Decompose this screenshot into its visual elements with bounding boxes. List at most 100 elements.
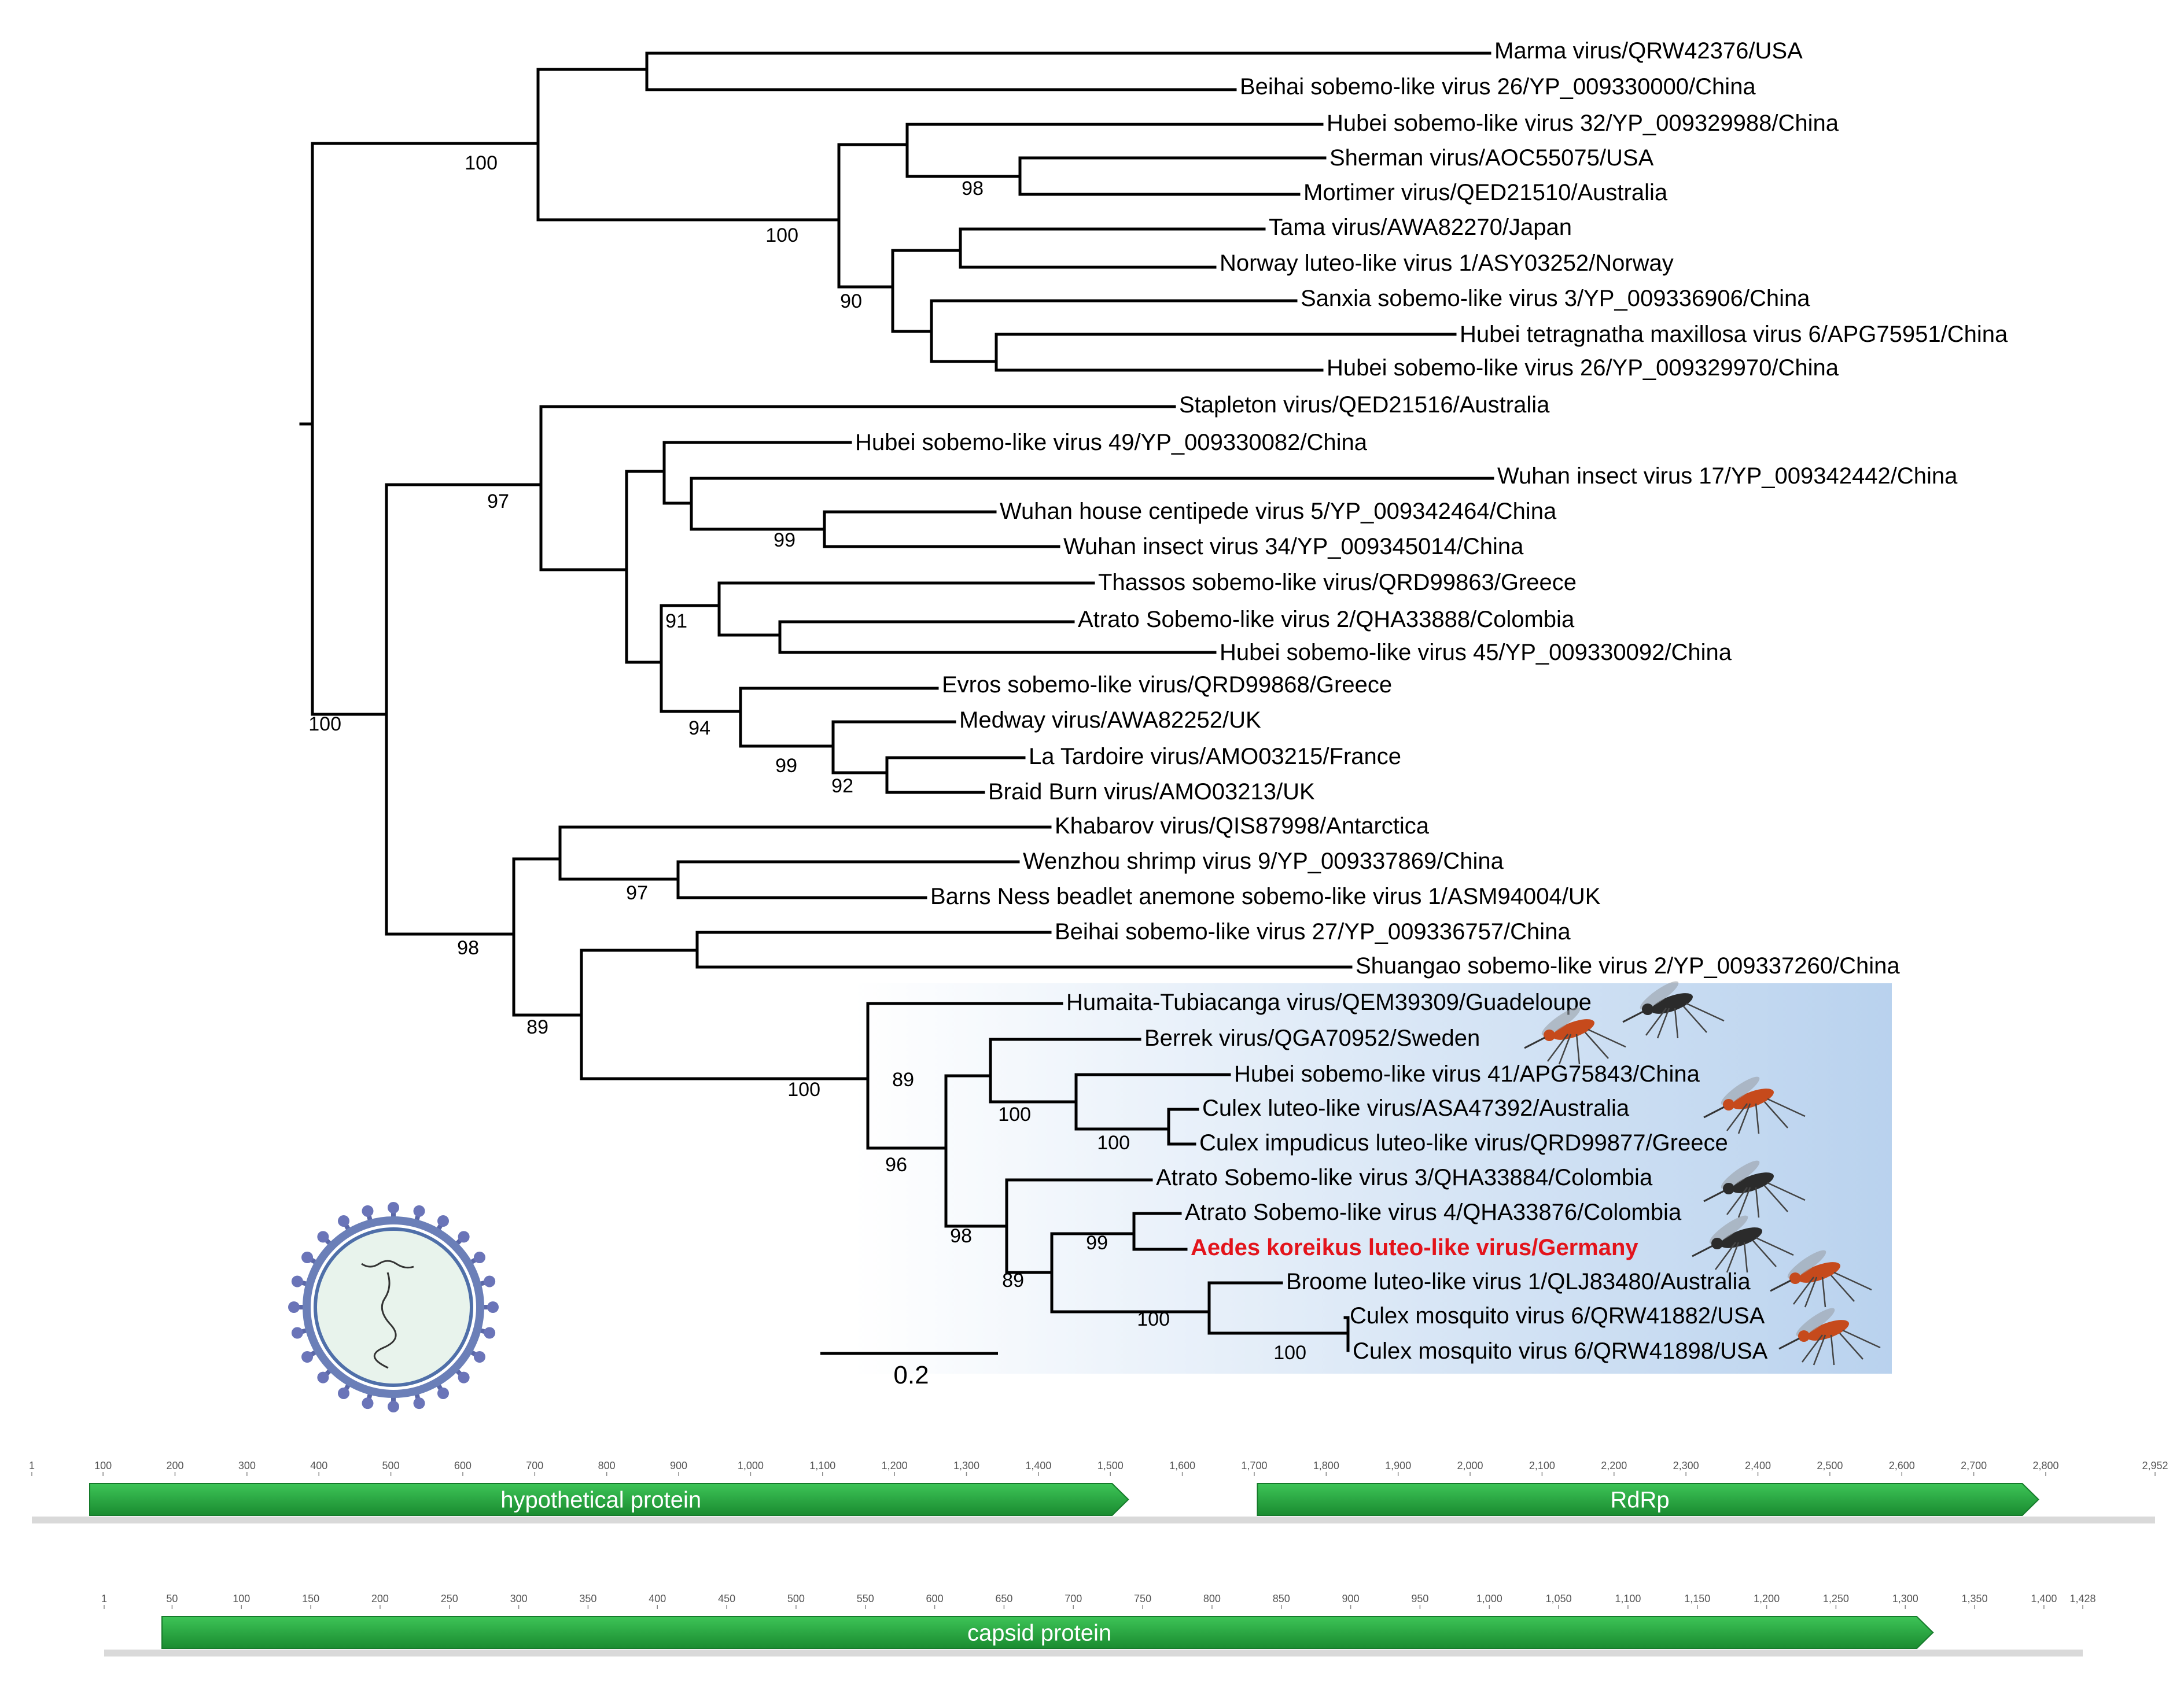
leaf-label: Sanxia sobemo-like virus 3/YP_009336906/…	[1301, 286, 1810, 311]
leaf-label: Hubei sobemo-like virus 26/YP_009329970/…	[1327, 355, 1839, 381]
bootstrap-value: 89	[526, 1016, 548, 1038]
ruler-tick-label: 900	[670, 1460, 687, 1471]
bootstrap-value: 100	[1273, 1342, 1306, 1364]
leaf-label: Humaita-Tubiacanga virus/QEM39309/Guadel…	[1066, 990, 1592, 1015]
genome-maps: 1 100 200 300 400 500 600 700 800 900 1,000 1,100 1,…	[29, 1460, 2168, 1657]
leaf-label: Atrato Sobemo-like virus 4/QHA33876/Colo…	[1185, 1200, 1682, 1225]
ruler-tick-label: 100	[233, 1593, 250, 1604]
ruler-tick-label: 50	[166, 1593, 178, 1604]
bootstrap-value: 94	[688, 717, 710, 739]
ruler-tick-label: 1,400	[2031, 1593, 2057, 1604]
ruler-tick-label: 350	[579, 1593, 596, 1604]
leaf-label: Evros sobemo-like virus/QRD99868/Greece	[942, 672, 1392, 698]
ruler-tick-label: 700	[526, 1460, 543, 1471]
bootstrap-value: 98	[950, 1225, 972, 1247]
ruler-tick-label: 200	[371, 1593, 389, 1604]
bootstrap-value: 97	[626, 882, 648, 904]
leaf-label: Marma virus/QRW42376/USA	[1494, 38, 1803, 64]
leaf-label: Beihai sobemo-like virus 26/YP_009330000…	[1240, 74, 1756, 99]
leaf-label: Khabarov virus/QIS87998/Antarctica	[1055, 813, 1430, 839]
leaf-label: Stapleton virus/QED21516/Australia	[1179, 392, 1550, 418]
bootstrap-value: 98	[457, 937, 479, 959]
mosquito-icon	[1703, 1160, 1806, 1218]
bootstrap-value: 89	[892, 1069, 914, 1091]
leaf-label: Wenzhou shrimp virus 9/YP_009337869/Chin…	[1023, 848, 1504, 874]
tree-branches	[299, 51, 1494, 1352]
ruler-tick-label: 1,700	[1241, 1460, 1267, 1471]
leaf-label: Berrek virus/QGA70952/Sweden	[1144, 1025, 1480, 1051]
mosquito-icon	[1622, 981, 1725, 1039]
leaf-label: Culex mosquito virus 6/QRW41882/USA	[1350, 1303, 1765, 1329]
ruler-tick-label: 1	[101, 1593, 107, 1604]
ruler-tick-label: 1,400	[1025, 1460, 1051, 1471]
ruler-tick-label: 150	[302, 1593, 319, 1604]
leaf-label: Thassos sobemo-like virus/QRD99863/Greec…	[1098, 570, 1577, 595]
scale-bar-label: 0.2	[893, 1361, 929, 1389]
bootstrap-value: 100	[465, 152, 498, 174]
ruler-tick-label: 1,600	[1169, 1460, 1195, 1471]
ruler-tick-label: 500	[382, 1460, 400, 1471]
gene-arrow	[89, 1483, 1129, 1516]
ruler-tick-label: 2,600	[1889, 1460, 1915, 1471]
leaf-label: Beihai sobemo-like virus 27/YP_009336757…	[1055, 919, 1571, 945]
ruler-tick-label: 1,250	[1823, 1593, 1849, 1604]
leaf-label: Hubei sobemo-like virus 45/YP_009330092/…	[1220, 640, 1732, 665]
mosquito-icon	[1692, 1215, 1794, 1273]
ruler-tick-label: 300	[238, 1460, 256, 1471]
ruler-tick-label: 400	[310, 1460, 327, 1471]
ruler-tick-label: 2,952	[2142, 1460, 2168, 1471]
leaf-label: Wuhan insect virus 34/YP_009345014/China	[1063, 534, 1524, 559]
ruler-tick-label: 1,300	[953, 1460, 979, 1471]
ruler-tick-label: 1,350	[1962, 1593, 1988, 1604]
leaf-label: Tama virus/AWA82270/Japan	[1269, 215, 1572, 240]
bootstrap-value: 100	[998, 1104, 1031, 1126]
bootstrap-value: 99	[774, 529, 795, 551]
bootstrap-value: 97	[487, 490, 509, 512]
ruler-tick-label: 1,500	[1097, 1460, 1124, 1471]
leaf-label: Broome luteo-like virus 1/QLJ83480/Austr…	[1286, 1269, 1751, 1294]
ruler-tick-label: 800	[1203, 1593, 1221, 1604]
mosquito-icon	[1703, 1076, 1806, 1134]
ruler-tick-label: 650	[995, 1593, 1012, 1604]
bootstrap-value: 99	[775, 755, 797, 777]
leaf-label: Hubei sobemo-like virus 32/YP_009329988/…	[1327, 110, 1839, 136]
ruler-tick-label: 1,100	[1615, 1593, 1641, 1604]
ruler-tick-label: 1,428	[2069, 1593, 2095, 1604]
leaf-label: La Tardoire virus/AMO03215/France	[1029, 744, 1401, 769]
ruler-tick-label: 100	[94, 1460, 112, 1471]
leaf-label: Wuhan insect virus 17/YP_009342442/China	[1497, 463, 1958, 489]
ruler-tick-label: 2,400	[1745, 1460, 1771, 1471]
ruler-tick-label: 2,200	[1601, 1460, 1627, 1471]
bootstrap-value: 91	[665, 610, 687, 632]
gene-arrow	[1257, 1483, 2039, 1516]
ruler-tick-label: 450	[718, 1593, 735, 1604]
ruler-tick-label: 600	[926, 1593, 944, 1604]
gene-arrow	[161, 1616, 1934, 1649]
ruler-tick-label: 1,200	[882, 1460, 908, 1471]
bootstrap-value: 98	[962, 178, 984, 200]
ruler-tick-label: 1,300	[1892, 1593, 1918, 1604]
bootstrap-value: 100	[308, 713, 341, 735]
ruler-tick-label: 800	[598, 1460, 616, 1471]
ruler-tick-label: 2,800	[2032, 1460, 2058, 1471]
leaf-label: Culex impudicus luteo-like virus/QRD9987…	[1199, 1130, 1728, 1156]
mosquito-icon	[1778, 1308, 1881, 1366]
ruler-tick-label: 1,000	[1476, 1593, 1502, 1604]
ruler-tick-label: 1,900	[1385, 1460, 1411, 1471]
bootstrap-value: 90	[840, 290, 862, 312]
bootstrap-value: 99	[1086, 1232, 1108, 1254]
virus-particle-icon	[288, 1202, 499, 1412]
ruler-tick-label: 950	[1411, 1593, 1428, 1604]
ruler-tick-label: 2,300	[1673, 1460, 1699, 1471]
ruler-tick-label: 500	[787, 1593, 805, 1604]
ruler-tick-label: 200	[166, 1460, 183, 1471]
ruler-tick-label: 2,100	[1529, 1460, 1555, 1471]
leaf-label: Barns Ness beadlet anemone sobemo-like v…	[930, 884, 1601, 909]
mosquito-icon	[1770, 1250, 1872, 1308]
leaf-label: Culex mosquito virus 6/QRW41898/USA	[1353, 1338, 1768, 1364]
gene-label: hypothetical protein	[500, 1488, 701, 1513]
